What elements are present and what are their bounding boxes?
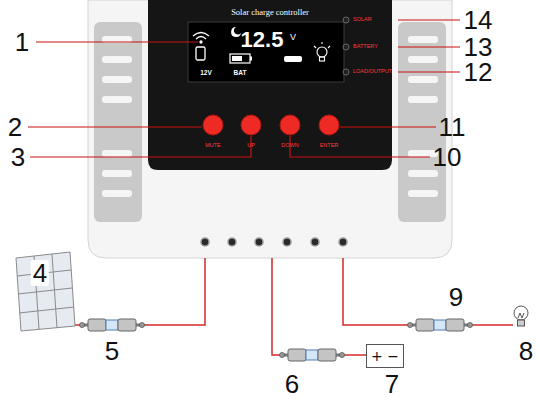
bulb-symbol <box>514 306 528 326</box>
lcd-battery-tag: BAT <box>234 70 247 77</box>
device-title: Solar charge controller <box>231 8 309 17</box>
callout-number: 8 <box>519 338 533 364</box>
wifi-icon <box>193 33 209 61</box>
terminal-holes <box>201 238 347 246</box>
callout-number: 13 <box>464 34 493 60</box>
indicator-leds <box>343 17 349 75</box>
button-label: DOWN <box>281 143 298 149</box>
callout-number: 5 <box>105 338 119 364</box>
moon-icon <box>231 27 241 37</box>
lcd-reading: 12.5 <box>241 29 284 51</box>
callout-number: 1 <box>15 29 29 55</box>
leader-lines <box>28 20 460 157</box>
callout-number: 12 <box>464 59 493 85</box>
wires <box>75 258 513 355</box>
callout-number: 3 <box>11 144 25 170</box>
led-label: BATTERY <box>353 44 378 50</box>
battery-symbol: + − <box>366 344 404 368</box>
button-label: UP <box>247 143 255 149</box>
led-label: LOAD/OUTPUT <box>353 69 392 75</box>
battery-polarity: + − <box>371 349 399 363</box>
mc4-connector <box>408 319 473 331</box>
controller-housing <box>88 0 452 258</box>
solar-panel <box>16 252 75 331</box>
battery-icon <box>230 54 252 63</box>
callout-number: 14 <box>464 7 493 33</box>
push-buttons <box>203 115 339 135</box>
mc4-connector <box>280 349 345 361</box>
lcd-voltage-mode: 12V <box>200 70 212 77</box>
lcd-screen <box>188 22 344 82</box>
led-label: SOLAR <box>353 17 372 23</box>
callout-number: 9 <box>449 284 463 310</box>
load-status-icon <box>284 56 302 62</box>
callout-number: 11 <box>439 114 466 140</box>
callout-number: 2 <box>8 114 22 140</box>
lcd-unit: V <box>290 33 296 42</box>
button-label: ENTER <box>320 143 339 149</box>
mc4-connector <box>80 319 145 331</box>
vent-panel <box>94 22 142 222</box>
load-icon <box>314 42 330 61</box>
callout-number: 7 <box>385 371 399 397</box>
callout-number: 6 <box>285 371 299 397</box>
button-label: MUTE <box>205 143 221 149</box>
front-panel <box>148 0 392 170</box>
callout-number: 10 <box>433 144 462 170</box>
callout-number: 4 <box>31 260 49 286</box>
